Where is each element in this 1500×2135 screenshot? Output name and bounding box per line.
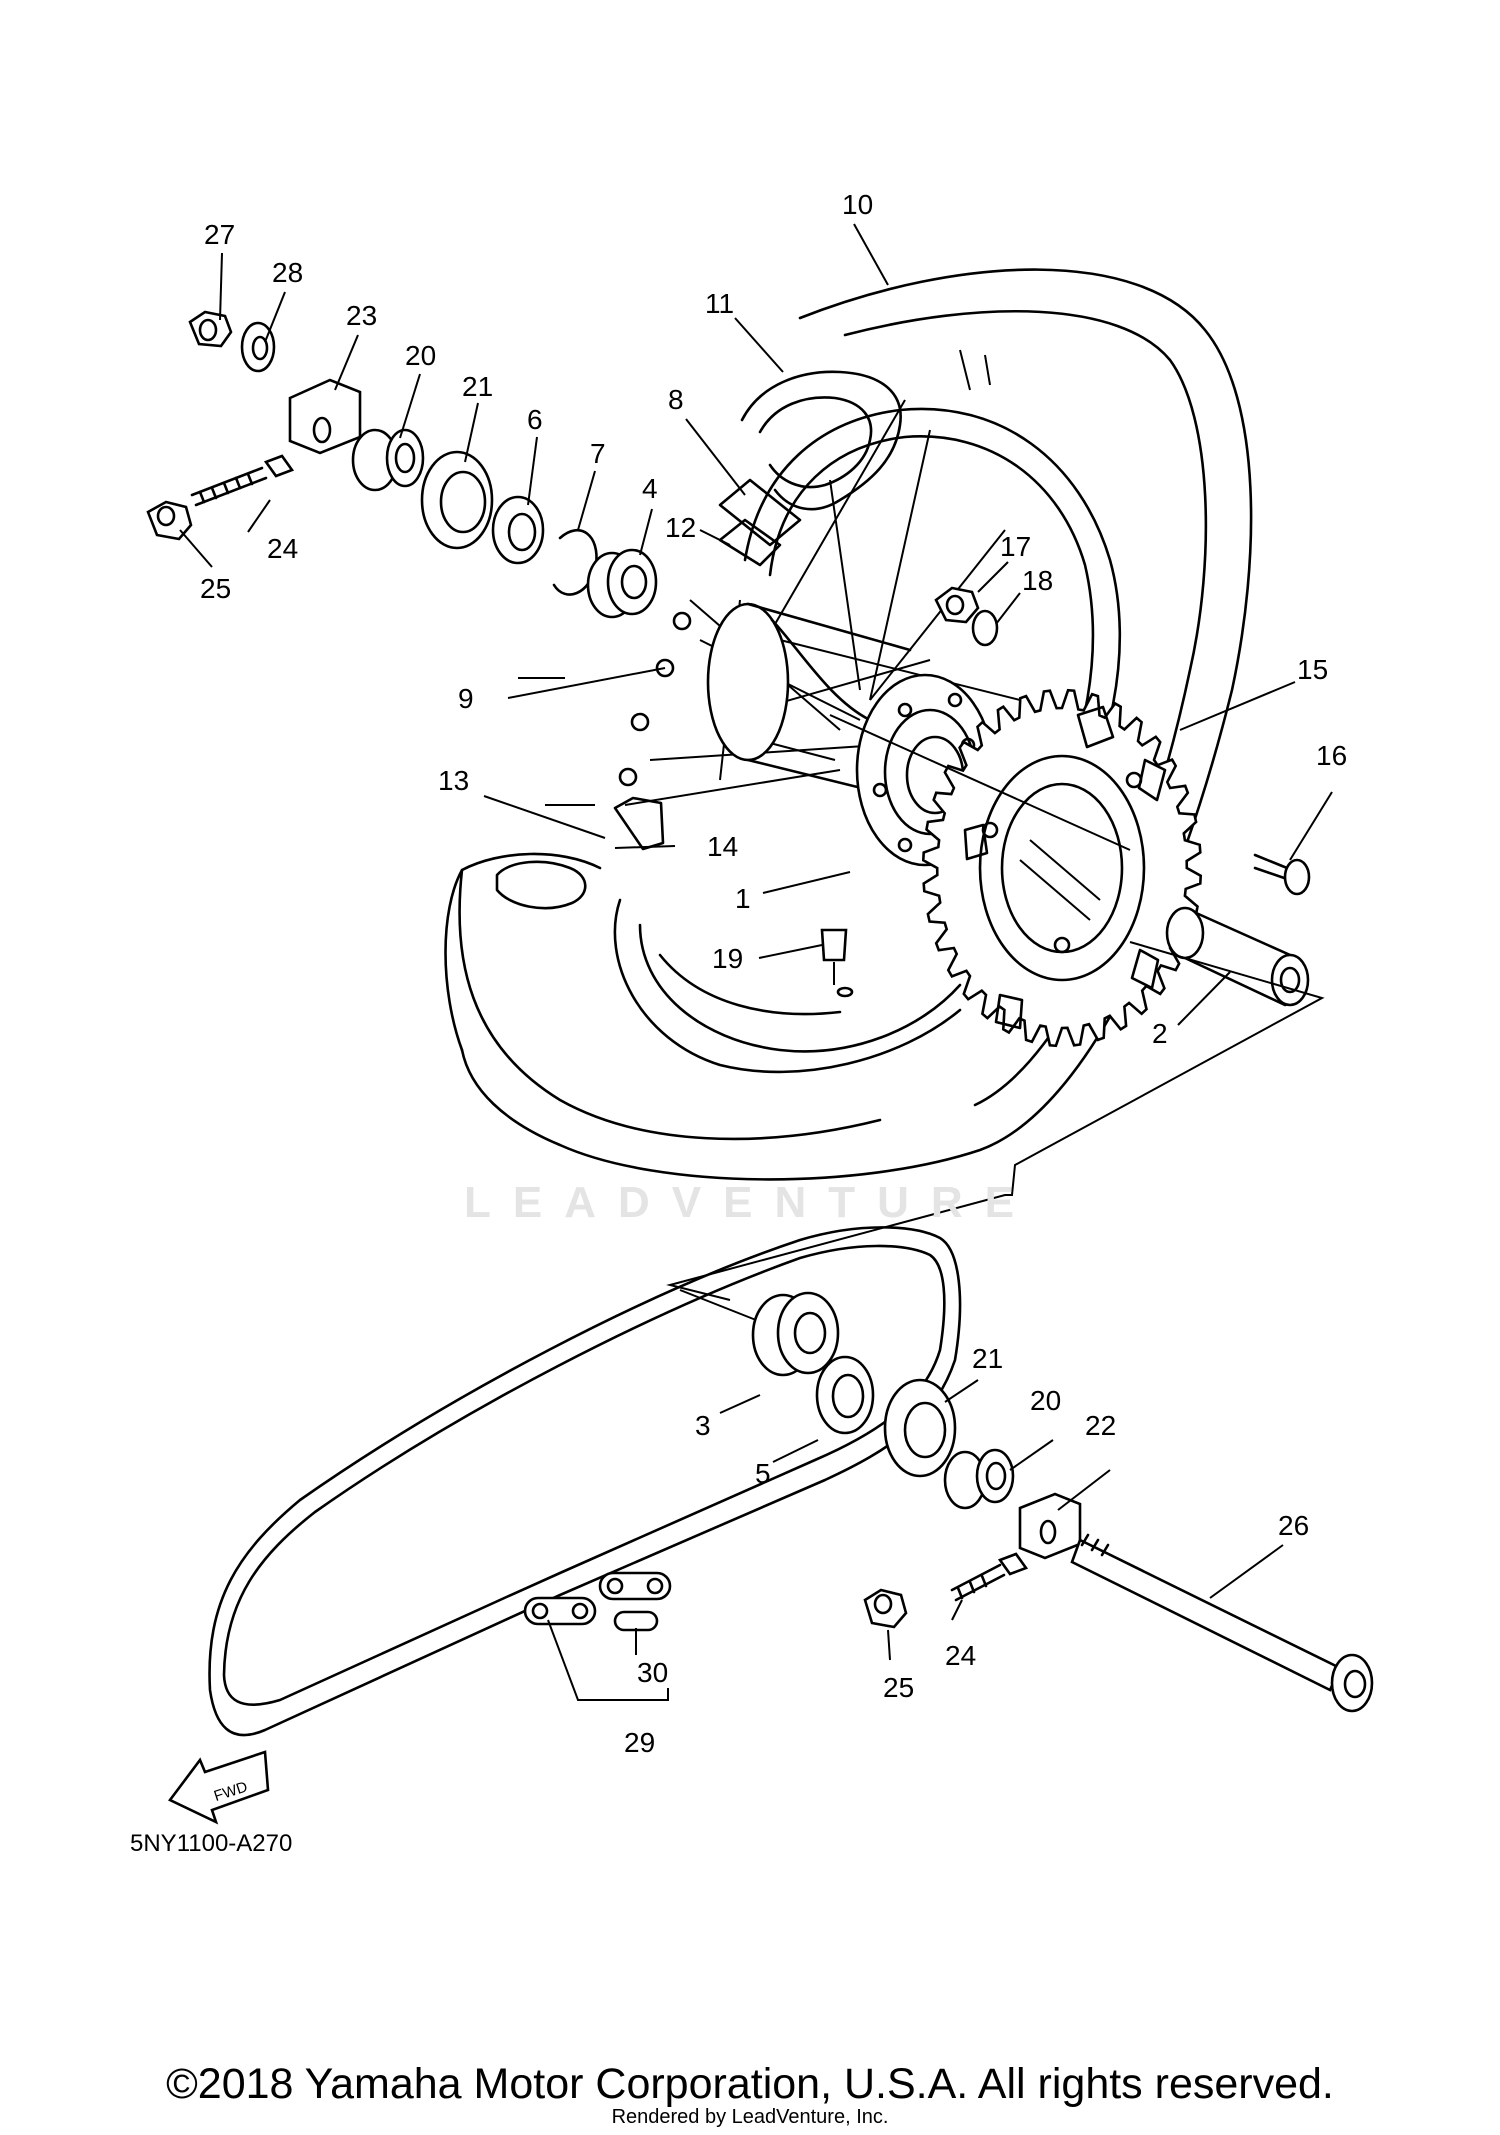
callout-25-bottom: 25 <box>883 1672 914 1703</box>
valve-cap <box>820 928 848 985</box>
callout-28: 28 <box>272 257 303 288</box>
callout-14: 14 <box>707 831 738 862</box>
callout-20: 20 <box>405 340 436 371</box>
bearing-stack-top <box>146 310 658 619</box>
sprocket-nut-washer <box>934 586 999 647</box>
chain-joint <box>523 1571 672 1632</box>
callout-30: 30 <box>637 1657 668 1688</box>
callout-10: 10 <box>842 189 873 220</box>
callout-22: 22 <box>1085 1410 1116 1441</box>
callout-1: 1 <box>735 883 751 914</box>
copyright-notice: ©2018 Yamaha Motor Corporation, U.S.A. A… <box>166 2060 1334 2108</box>
assembly-guide-lines <box>545 714 1325 1321</box>
fwd-arrow: FWD <box>168 1750 270 1825</box>
collar-spacer <box>1165 906 1310 1007</box>
callout-9: 9 <box>458 683 474 714</box>
callout-24-bottom: 24 <box>945 1640 976 1671</box>
tube-illustration <box>495 370 902 910</box>
callout-11: 11 <box>705 288 734 319</box>
callout-15: 15 <box>1297 654 1328 685</box>
watermark: LEADVENTURE <box>463 1178 1037 1227</box>
callout-25: 25 <box>200 573 231 604</box>
callout-2: 2 <box>1152 1018 1168 1049</box>
callout-17: 17 <box>1000 531 1031 562</box>
callout-24: 24 <box>267 533 298 564</box>
callout-13: 13 <box>438 765 469 796</box>
diagram-code: 5NY1100-A270 <box>130 1830 293 1857</box>
callout-5: 5 <box>755 1458 771 1489</box>
callout-3: 3 <box>695 1410 711 1441</box>
leader-lines <box>179 223 1333 1701</box>
callout-26: 26 <box>1278 1510 1309 1541</box>
drive-chain <box>208 1226 962 1737</box>
callout-21-bottom: 21 <box>972 1343 1003 1374</box>
callout-4: 4 <box>642 473 658 504</box>
callout-8: 8 <box>668 384 684 415</box>
sprocket-bolt <box>1253 853 1311 896</box>
callout-6: 6 <box>527 404 543 435</box>
callout-29: 29 <box>624 1727 655 1758</box>
callout-20-bottom: 20 <box>1030 1385 1061 1416</box>
callout-labels: 10 11 27 28 23 20 21 6 7 4 8 12 24 25 17… <box>200 189 1347 1758</box>
callout-18: 18 <box>1022 565 1053 596</box>
wheel-axle <box>1070 1533 1374 1713</box>
rendered-by-notice: Rendered by LeadVenture, Inc. <box>611 2106 889 2128</box>
callout-23: 23 <box>346 300 377 331</box>
callout-12: 12 <box>665 512 696 543</box>
callout-19: 19 <box>712 943 743 974</box>
callout-27: 27 <box>204 219 235 250</box>
callout-7: 7 <box>590 438 606 469</box>
sprocket-illustration <box>921 688 1203 1048</box>
callout-16: 16 <box>1316 740 1347 771</box>
callout-21: 21 <box>462 371 493 402</box>
bearing-stack-bottom <box>751 1291 1082 1629</box>
